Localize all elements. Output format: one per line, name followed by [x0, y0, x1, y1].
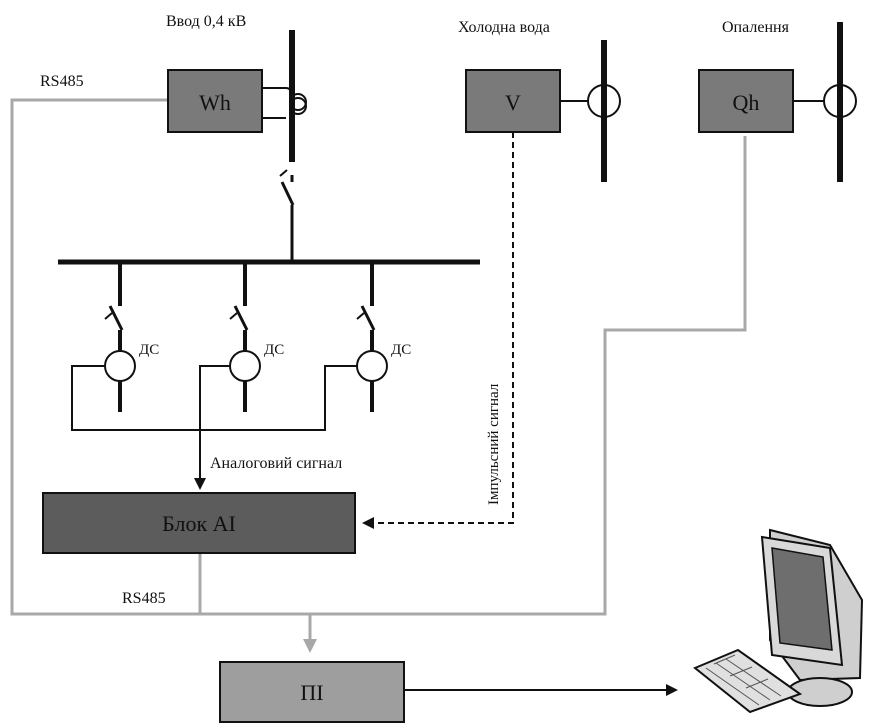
pulse-signal-label: Імпульсний сигнал: [486, 383, 502, 505]
computer-icon: [693, 528, 864, 714]
ai-block: Блок AI: [42, 492, 356, 554]
feeder-branch-1: [104, 262, 136, 412]
cold-water-label: Холодна вода: [458, 19, 550, 36]
water-meter-label: V: [505, 90, 521, 115]
input-feeder: [262, 30, 307, 262]
rs485-top-label: RS485: [40, 73, 84, 90]
feeder-branch-2: [229, 262, 261, 412]
feeder-branch-3: [356, 262, 388, 412]
rs485-bus: [10, 98, 747, 653]
pi-block-label: ПІ: [300, 680, 323, 705]
pulse-signal-line: [362, 132, 514, 529]
heat-meter: Qh: [698, 22, 857, 182]
electric-meter: Wh: [167, 69, 263, 133]
rs485-bottom-label: RS485: [122, 590, 166, 607]
water-meter: V: [465, 40, 621, 182]
sensor-label-1: ДС: [139, 342, 159, 358]
heating-label: Опалення: [722, 19, 790, 36]
heat-meter-label: Qh: [733, 90, 760, 115]
electric-meter-label: Wh: [199, 90, 231, 115]
ai-block-label: Блок AI: [162, 511, 236, 536]
analog-wiring: [71, 365, 357, 490]
sensor-label-2: ДС: [264, 342, 284, 358]
input-label: Ввод 0,4 кВ: [166, 13, 246, 30]
pi-block: ПІ: [219, 661, 405, 723]
sensor-label-3: ДС: [391, 342, 411, 358]
analog-signal-label: Аналоговий сигнал: [210, 455, 342, 472]
